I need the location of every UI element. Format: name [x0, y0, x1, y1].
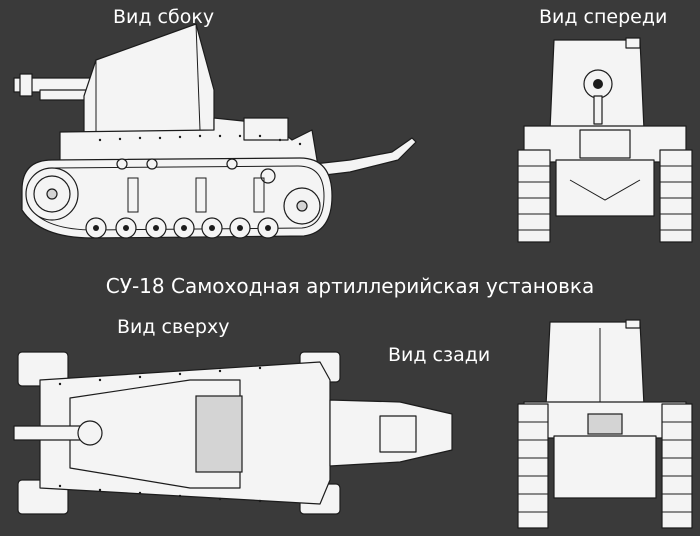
- side-view-drawing: [13, 23, 417, 239]
- engine-deck: [243, 117, 289, 141]
- rear-shield: [545, 321, 645, 407]
- rear-right-track: [661, 403, 693, 529]
- right-track: [659, 149, 693, 243]
- drawing-title: СУ-18 Самоходная артиллерийская установк…: [105, 274, 595, 298]
- recoil-cylinder: [39, 89, 91, 101]
- rear-view-label: Вид сзади: [388, 344, 491, 366]
- muzzle: [19, 73, 33, 97]
- left-track: [517, 149, 551, 243]
- front-view-label: Вид спереди: [539, 6, 668, 28]
- road-wheels: [85, 217, 279, 239]
- top-view-drawing: [13, 351, 453, 515]
- rear-left-track: [517, 403, 549, 529]
- casemate-shield: [83, 23, 215, 135]
- rear-view-drawing: [517, 319, 693, 529]
- top-view-label: Вид сверху: [117, 316, 230, 338]
- top-gun-barrel: [13, 425, 85, 441]
- front-view-drawing: [517, 37, 693, 243]
- side-view-label: Вид сбоку: [113, 6, 215, 28]
